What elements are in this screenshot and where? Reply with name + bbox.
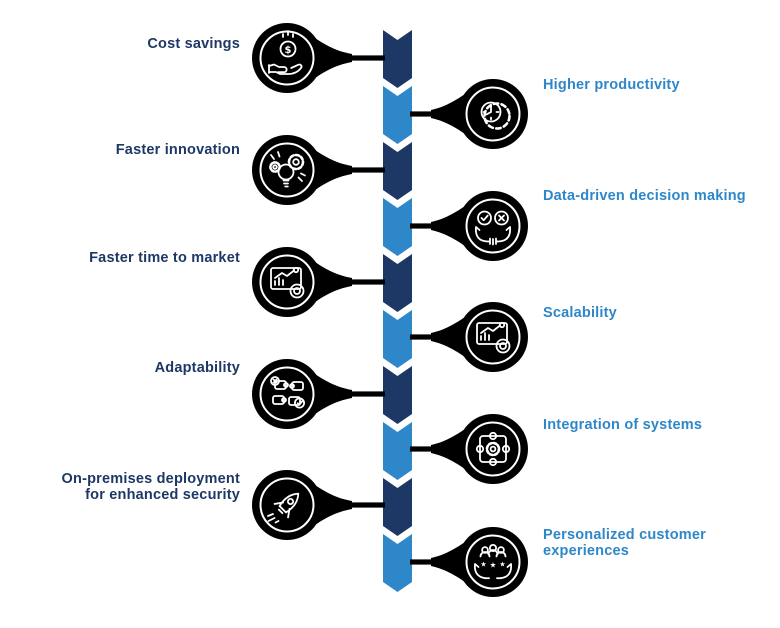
spine-chevron (383, 254, 412, 312)
label-faster-innovation: Faster innovation (115, 142, 240, 158)
label-cost-savings: Cost savings (147, 36, 240, 52)
spine-chevron (383, 142, 412, 200)
node-integration-of-systems (409, 413, 529, 485)
timeline-spine (383, 30, 412, 592)
node-data-driven-decision-making (409, 190, 529, 262)
label-adaptability: Adaptability (154, 360, 240, 376)
node-higher-productivity (409, 78, 529, 150)
label-data-driven-decisions: Data-driven decision making (543, 188, 746, 204)
node-faster-innovation (251, 134, 386, 206)
node-scalability (409, 301, 529, 373)
node-personalized-customer-experiences (409, 526, 529, 598)
node-on-premises-deployment (251, 469, 386, 541)
spine-chevron (383, 478, 412, 536)
label-personalized-experiences: Personalized customer experiences (543, 527, 706, 559)
label-integration-of-systems: Integration of systems (543, 417, 703, 433)
spine-chevron (383, 534, 412, 592)
spine-chevron (383, 30, 412, 88)
spine-chevron (383, 86, 412, 144)
label-scalability: Scalability (543, 305, 617, 321)
node-adaptability (251, 358, 386, 430)
node-faster-time-to-market (251, 246, 386, 318)
label-on-premises-deployment: On-premises deployment for enhanced secu… (61, 471, 240, 503)
label-faster-time-to-market: Faster time to market (89, 250, 240, 266)
label-higher-productivity: Higher productivity (543, 77, 680, 93)
node-cost-savings (251, 22, 386, 94)
spine-chevron (383, 366, 412, 424)
spine-chevron (383, 422, 412, 480)
spine-chevron (383, 310, 412, 368)
spine-chevron (383, 198, 412, 256)
